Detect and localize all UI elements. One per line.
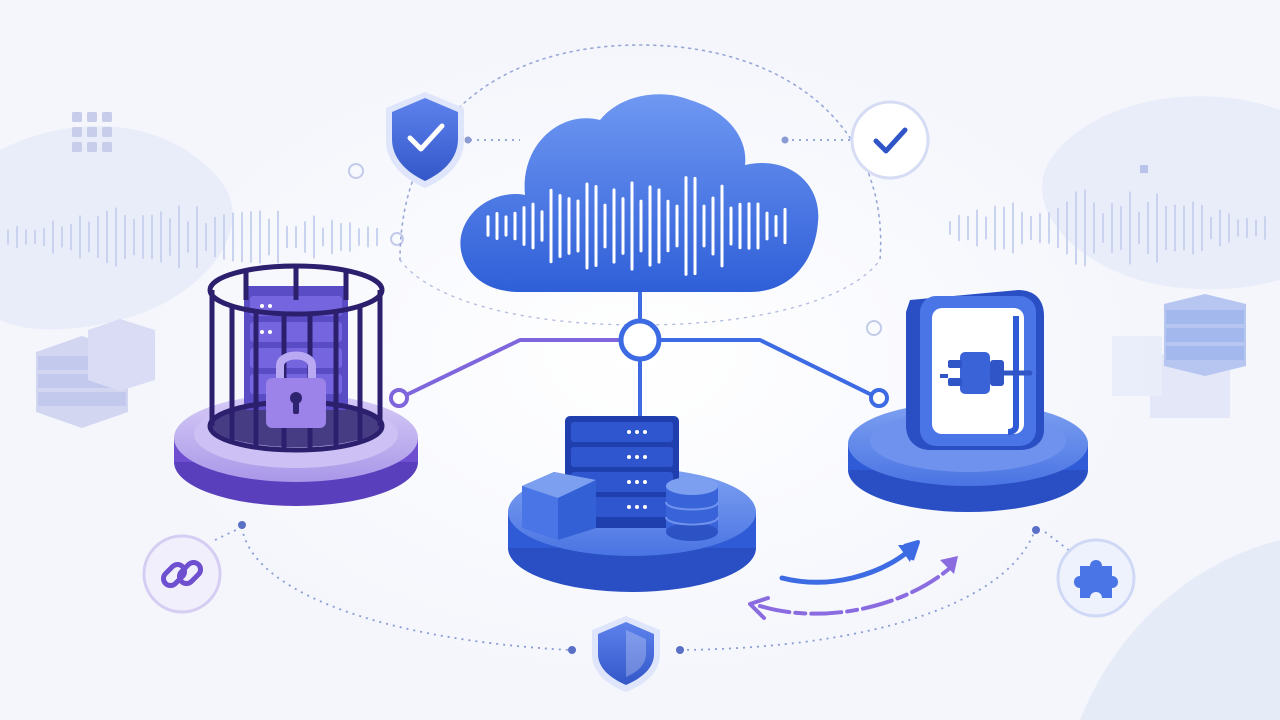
faint-server-stack-right: [1112, 294, 1246, 418]
bottom-dotted-path-left: [241, 526, 571, 651]
shield-check-icon: [386, 92, 464, 188]
connector-dot: [781, 136, 789, 144]
caged-server-lock-icon: [207, 263, 385, 453]
connector-dot: [238, 521, 246, 529]
chain-link-icon: [142, 534, 222, 614]
faint-server-stack-left: [36, 319, 155, 428]
decor-ring: [390, 232, 404, 246]
orbit-dotted-path: [399, 259, 881, 326]
decor-ring: [348, 163, 364, 179]
link-line-purple: [399, 338, 620, 400]
cube-icon: [522, 472, 596, 540]
link-line-blue: [660, 338, 879, 400]
small-square-dot: [1140, 165, 1148, 173]
shield-icon: [592, 616, 660, 692]
hub-node: [618, 318, 662, 362]
connector-dot: [1032, 526, 1040, 534]
waveform-right-faint: [949, 189, 1266, 267]
node-end-purple: [389, 388, 409, 408]
bottom-dotted-path-right: [679, 529, 1036, 651]
background-blob-bottom-right: [1080, 540, 1280, 720]
waveform-left-faint: [7, 205, 378, 269]
connector-dot: [568, 646, 576, 654]
padlock-icon: [266, 351, 326, 428]
connector-dot: [464, 136, 472, 144]
node-end-blue: [869, 388, 889, 408]
sync-arrows-icon: [748, 540, 958, 620]
puzzle-piece-icon: [1056, 538, 1136, 618]
check-circle-icon: [850, 100, 930, 180]
database-icon: [665, 477, 719, 541]
audio-cloud-icon: [460, 94, 819, 292]
decor-ring: [866, 320, 882, 336]
grid-dots-icon: [72, 112, 112, 152]
cloud-waveform: [486, 176, 787, 276]
connector-dot: [676, 646, 684, 654]
plug-connector-icon: [906, 290, 1044, 450]
